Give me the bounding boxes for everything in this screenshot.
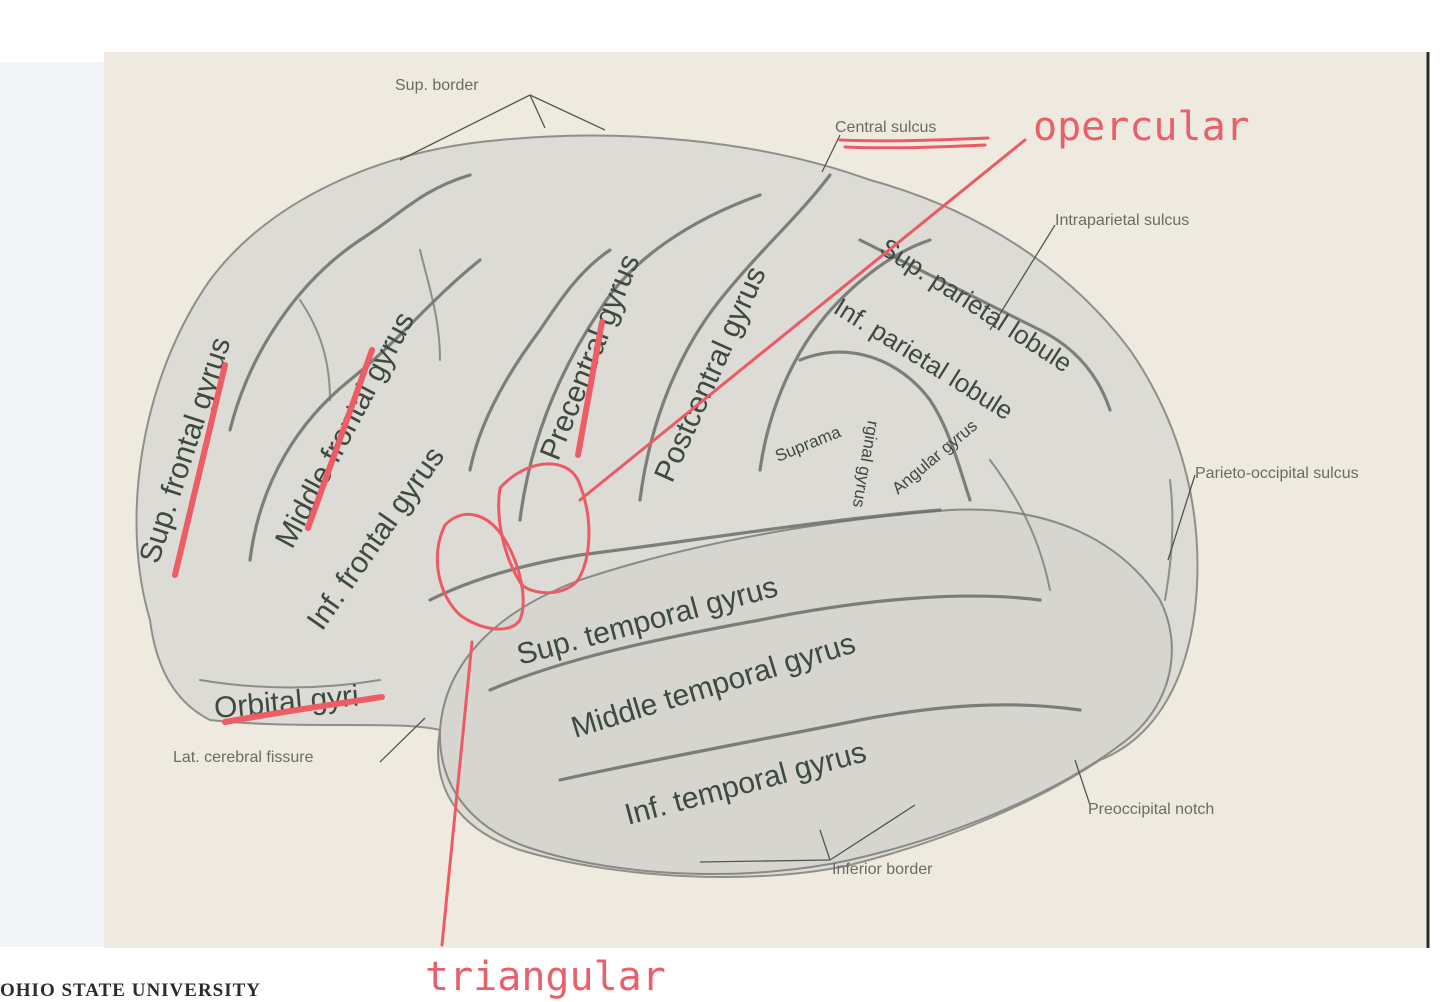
pen-annotations: opercular triangular <box>172 104 1250 1000</box>
callout-central-sulcus: Central sulcus <box>835 119 936 136</box>
sulci <box>199 173 1174 782</box>
left-margin <box>0 62 104 947</box>
callout-parieto-occipital-sulcus: Parieto-occipital sulcus <box>1195 465 1359 482</box>
pen-stroke-precentral <box>575 319 605 458</box>
pen-circle-pars-opercularis <box>497 462 591 595</box>
annotation-triangular: triangular <box>425 954 666 1000</box>
callout-preoccipital-notch: Preoccipital notch <box>1088 801 1214 818</box>
temporal-lobe <box>438 508 1173 875</box>
pen-circle-pars-triangularis <box>435 512 525 631</box>
credit-ohio-state: OHIO STATE UNIVERSITY <box>0 980 261 1001</box>
callout-lat-cerebral-fissure: Lat. cerebral fissure <box>173 749 314 766</box>
pen-stroke-sup-frontal <box>172 362 228 578</box>
pen-stroke-middle-frontal <box>305 347 375 531</box>
callout-inferior-border: Inferior border <box>832 861 933 878</box>
pen-leader-opercular <box>578 138 1027 502</box>
annotation-opercular: opercular <box>1033 104 1250 150</box>
callout-sup-border: Sup. border <box>395 77 479 94</box>
callout-labels: Sup. border Central sulcus Intraparietal… <box>173 77 1359 878</box>
callout-leaders <box>379 94 1196 863</box>
callout-intraparietal-sulcus: Intraparietal sulcus <box>1055 212 1189 229</box>
pen-underline-orbital <box>222 694 385 725</box>
pen-leader-triangular <box>440 640 474 947</box>
pen-underline-central-sulcus <box>838 136 990 150</box>
